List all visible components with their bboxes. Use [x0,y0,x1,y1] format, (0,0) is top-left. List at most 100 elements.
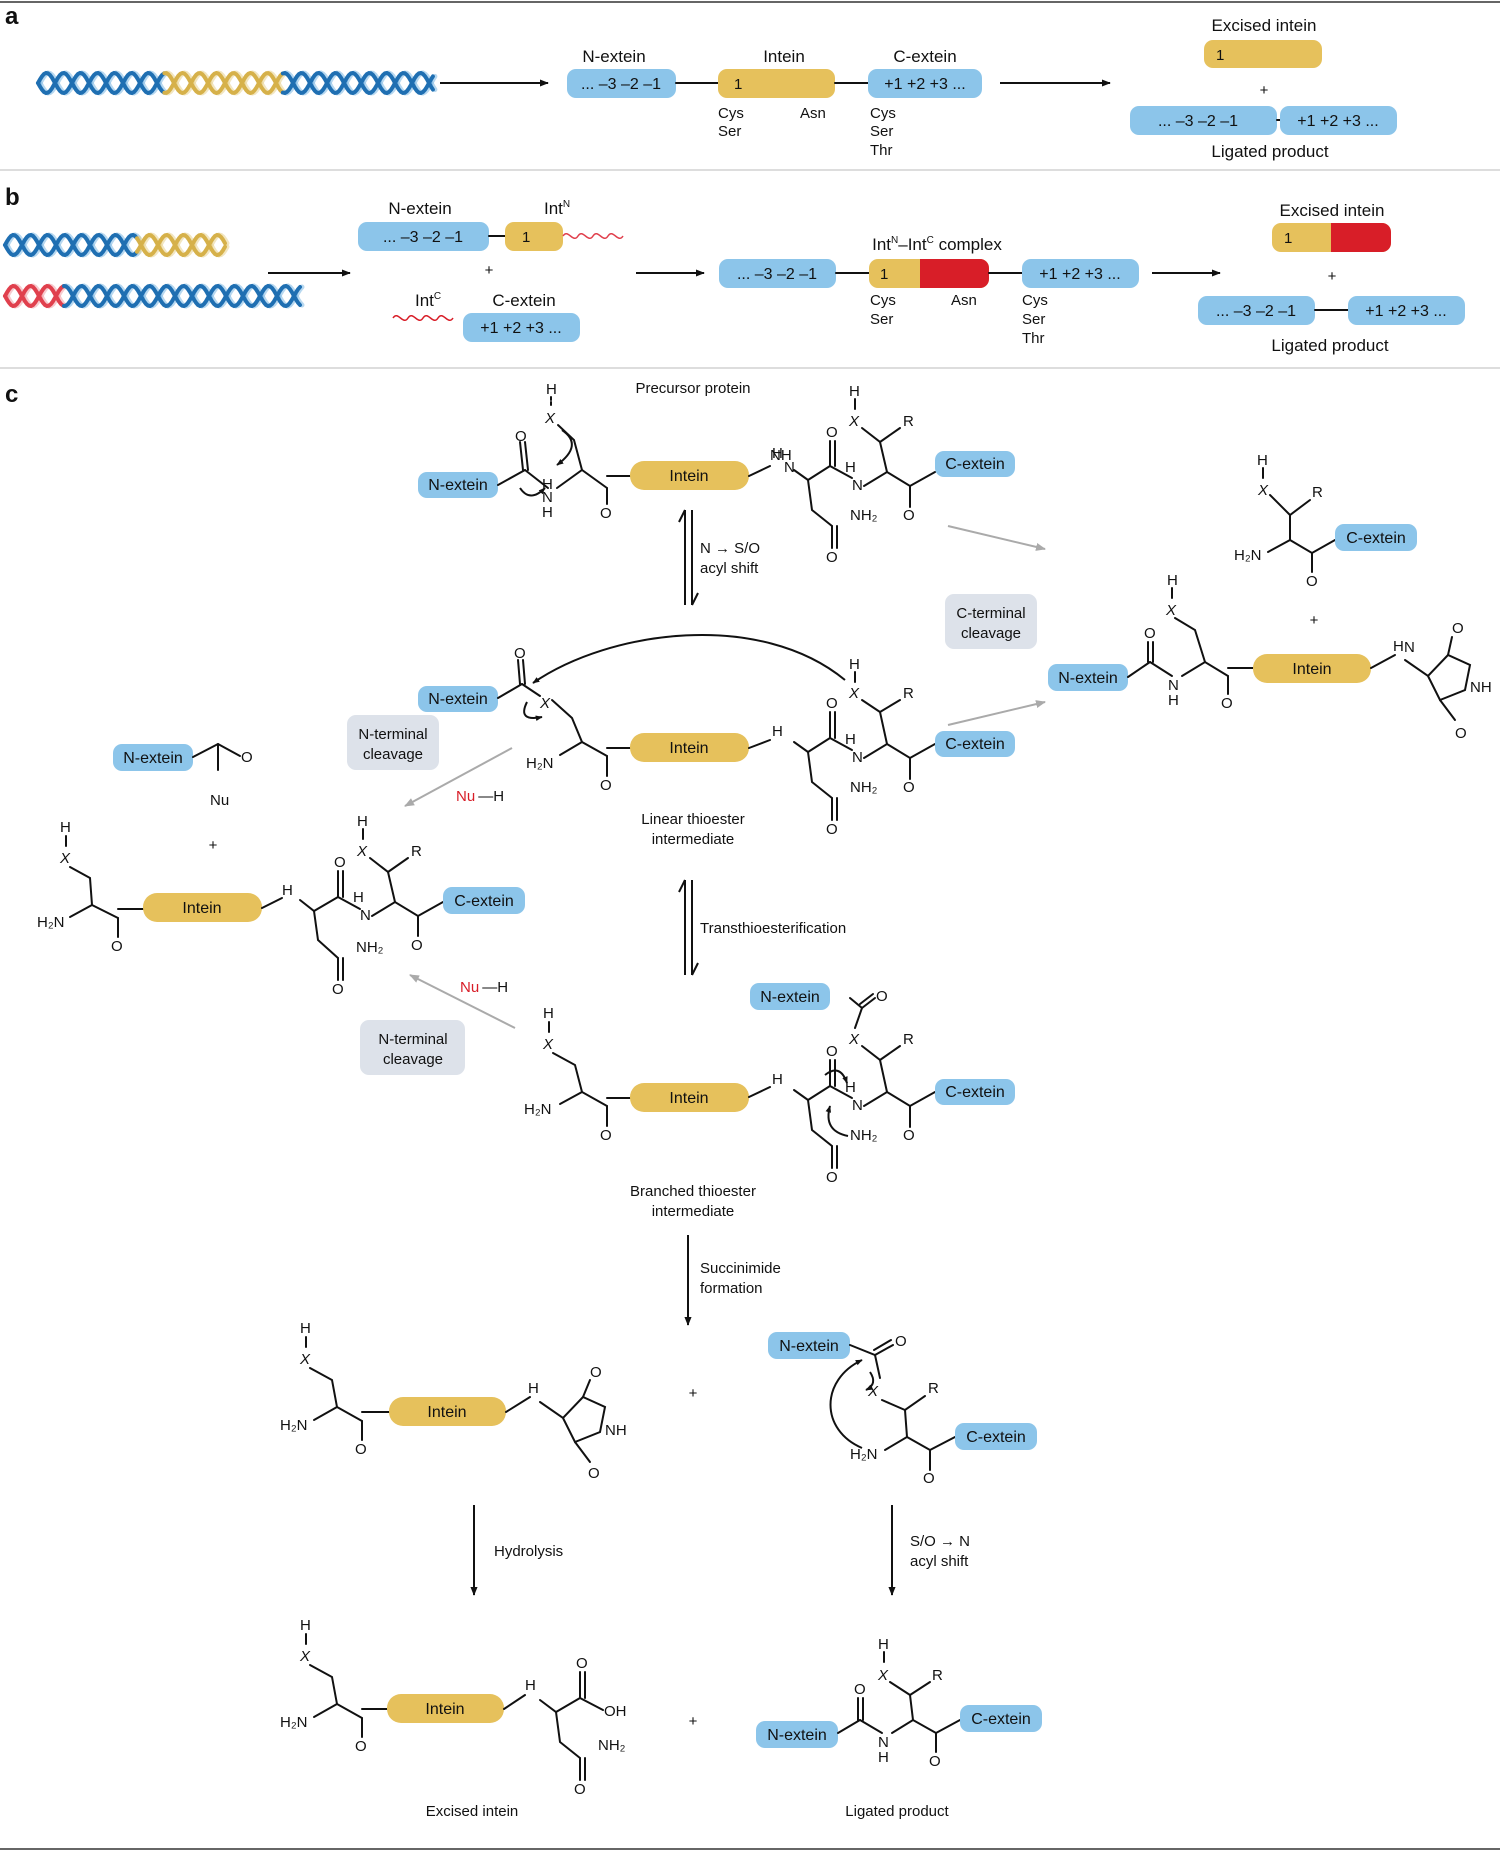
svg-text:X: X [848,685,860,702]
hydrolysis-label: Hydrolysis [494,1543,563,1560]
svg-text:O: O [355,1441,367,1458]
svg-text:O: O [1144,625,1156,642]
precursor-label: Precursor protein [635,380,750,397]
svg-text:O: O [1452,620,1464,637]
svg-text:H: H [772,1071,783,1088]
n-term-intein-c-extein: H X H₂N O Intein H O H N O NH₂ O [37,813,525,998]
svg-text:R: R [903,1031,914,1048]
svg-text:cleavage: cleavage [961,625,1021,642]
svg-text:C-extein: C-extein [1346,530,1406,547]
svg-text:NH: NH [605,1422,627,1439]
transthio-attack-arrow [532,634,846,684]
b-asn: Asn [951,292,977,309]
pre-n-extein [418,472,498,498]
svg-text:H₂N: H₂N [280,1417,308,1434]
b-excised-pos: 1 [1284,230,1292,247]
n-terminal-cleavage-box-1 [347,715,439,770]
svg-text:N: N [852,477,863,494]
svg-text:NH₂: NH₂ [850,1127,878,1144]
svg-text:H₂N: H₂N [1234,547,1262,564]
b-complex-n-block [719,259,836,288]
svg-text:C-extein: C-extein [945,736,1005,753]
svg-text:R: R [928,1380,939,1397]
thioester-ligated: N-extein O X R H₂N O C-extein [768,1332,1037,1487]
precursor-molecule: N-extein O N H H X H O Intein NH H N [418,381,1015,566]
b-excised-int-c [1331,223,1391,252]
svg-text:H: H [1257,452,1268,469]
svg-text:NH₂: NH₂ [356,939,384,956]
svg-text:O: O [826,549,838,566]
nu-h-2: Nu—H [460,979,508,996]
svg-text:C-terminal: C-terminal [956,605,1025,622]
svg-text:N: N [852,749,863,766]
svg-text:NH: NH [770,447,792,464]
svg-text:N-terminal: N-terminal [378,1031,447,1048]
c-extein-block [868,69,982,98]
c-extein-seq: +1 +2 +3 ... [884,76,965,93]
ligated-c-seq: +1 +2 +3 ... [1297,113,1378,130]
succ-label-2: formation [700,1280,763,1297]
svg-text:O: O [515,428,527,445]
b-ligated-product-label: Ligated product [1271,336,1388,355]
b-excised-intein-label: Excised intein [1280,201,1385,220]
b-ser-c: Ser [1022,311,1045,328]
svg-text:O: O [600,777,612,794]
so-n-label-1: S/O → N [910,1533,970,1550]
svg-text:cleavage: cleavage [383,1051,443,1068]
svg-text:O: O [334,854,346,871]
svg-text:N: N [542,489,553,506]
excised-intein-molecule: H X H₂N O Intein H O OH O NH₂ [280,1617,627,1798]
excised-intein-final-label: Excised intein [426,1803,519,1820]
svg-text:Intein: Intein [669,468,708,485]
cys-label-c: Cys [870,105,896,122]
svg-text:O: O [826,695,838,712]
b-ser: Ser [870,311,893,328]
ligated-n-block [1130,106,1277,135]
dna-helix-a [36,70,438,96]
b-n-extein-block [358,222,489,251]
svg-text:N-extein: N-extein [428,477,488,494]
n-extein-label: N-extein [582,47,645,66]
svg-text:N-extein: N-extein [760,989,820,1006]
svg-text:Transthioesterification: Transthioesterification [700,920,846,937]
svg-text:N-extein: N-extein [767,1727,827,1744]
svg-text:cleavage: cleavage [363,746,423,763]
svg-text:N: N [784,459,795,476]
branched-thioester-molecule: H X H₂N O Intein H O H N O NH₂ [524,983,1015,1186]
succ-label-1: Succinimide [700,1260,781,1277]
excised-intein-pos: 1 [1216,47,1224,64]
svg-text:O: O [241,749,253,766]
b-complex-label: IntN–IntC complex [872,235,1002,254]
linear-thioester-molecule: N-extein O X H₂N O Intein H O H N O [418,634,1015,838]
svg-text:O: O [600,505,612,522]
ligated-c-block [1280,106,1397,135]
b-thr: Thr [1022,330,1045,347]
svg-text:C-extein: C-extein [971,1711,1031,1728]
b-complex-pos: 1 [880,266,888,283]
b-int-n-pos: 1 [522,229,530,246]
b-n-seq: ... –3 –2 –1 [383,229,463,246]
svg-text:H: H [282,882,293,899]
svg-text:H: H [543,1005,554,1022]
svg-text:Intein: Intein [669,1090,708,1107]
svg-text:R: R [1312,484,1323,501]
svg-text:O: O [826,424,838,441]
equilibrium-1: N → S/O acyl shift [678,509,760,606]
ligated-n-seq: ... –3 –2 –1 [1158,113,1238,130]
svg-text:NH₂: NH₂ [850,779,878,796]
svg-text:NH: NH [1470,679,1492,696]
linear-label-2: intermediate [652,831,735,848]
b-complex-c-seq: +1 +2 +3 ... [1039,266,1120,283]
svg-text:H₂N: H₂N [524,1101,552,1118]
intein-block [718,69,835,98]
svg-text:O: O [355,1738,367,1755]
branched-label-2: intermediate [652,1203,735,1220]
svg-text:H: H [300,1320,311,1337]
svg-text:Intein: Intein [1292,661,1331,678]
excised-intein-label: Excised intein [1212,16,1317,35]
svg-text:N: N [878,1734,889,1751]
pre-c-extein [935,451,1015,477]
svg-text:Nu: Nu [210,792,229,809]
svg-text:H: H [546,381,557,398]
svg-text:O: O [826,1043,838,1060]
